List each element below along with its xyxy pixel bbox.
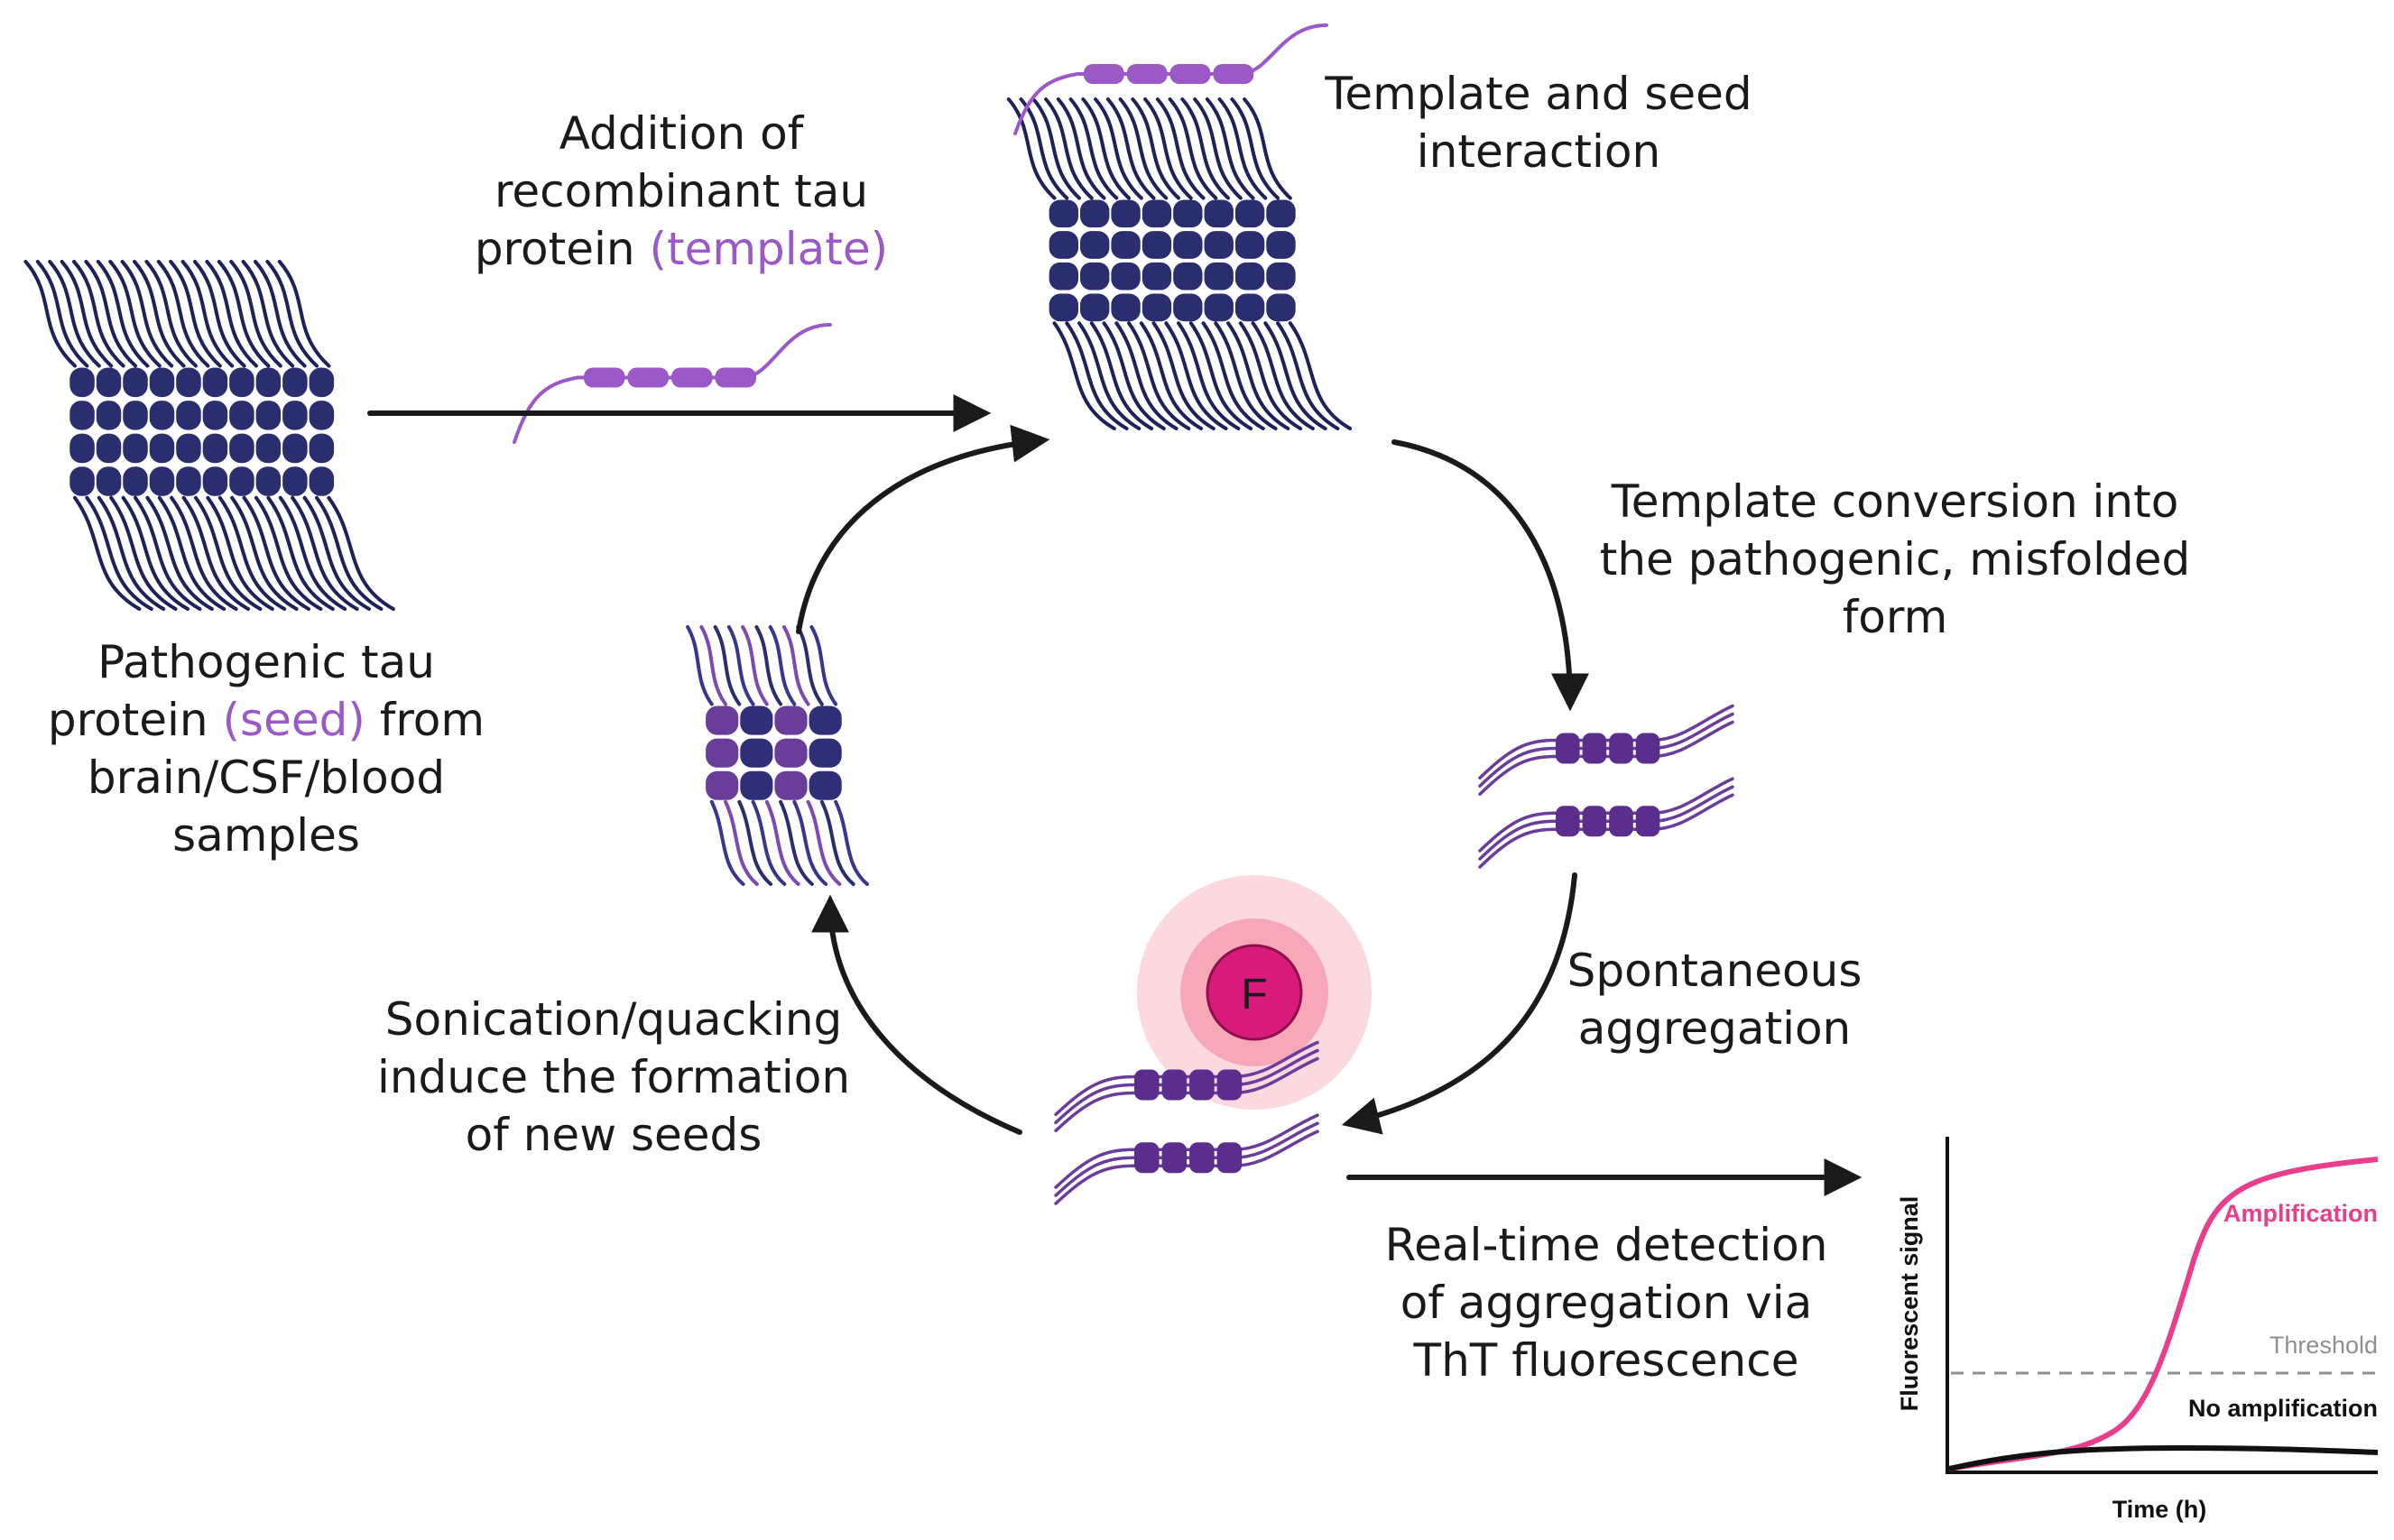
y-axis-label: Fluorescent signal [1896,1196,1923,1412]
sonication-arrow [811,894,1022,1135]
sonication-label: Sonication/quacking induce the formation… [376,993,851,1161]
conversion-label: Template conversion into the pathogenic,… [1599,475,2191,643]
fluorophore-letter: F [1241,971,1267,1019]
ThT-fluorophore-icon [1206,944,1303,1041]
cycle-arrows [367,394,1863,1196]
interaction-label: Template and seed interaction [1325,68,1752,178]
spontaneous-label: Spontaneous aggregation [1567,945,1863,1055]
detection-label: Real-time detection of aggregation via T… [1384,1219,1828,1387]
threshold-label: Threshold [2269,1332,2378,1359]
x-axis-label: Time (h) [2112,1496,2207,1523]
template-protein-icon [513,323,832,444]
fluorescence-chart: Amplification Threshold No amplification… [1896,1137,2379,1523]
template-strand-top-icon [1013,23,1328,135]
seed-fibril-icon [23,260,395,611]
amplification-legend: Amplification [2223,1200,2378,1227]
no-amplification-legend: No amplification [2188,1395,2378,1422]
template-seed-fibril-icon [1006,97,1353,430]
misfolded-tau-icon [1478,704,1734,869]
addition-label: Addition of recombinant tau protein (tem… [474,107,889,275]
aggregated-tau-icon [1054,1040,1319,1205]
no-amplification-curve [1948,1444,2379,1471]
seed-return-arrow [796,424,1050,634]
pathogenic-label: Pathogenic tau protein (seed) from brain… [47,636,485,862]
new-seed-fibril-icon [686,625,869,886]
aggregation-arrow [1341,872,1577,1135]
conversion-arrow [1391,439,1589,712]
